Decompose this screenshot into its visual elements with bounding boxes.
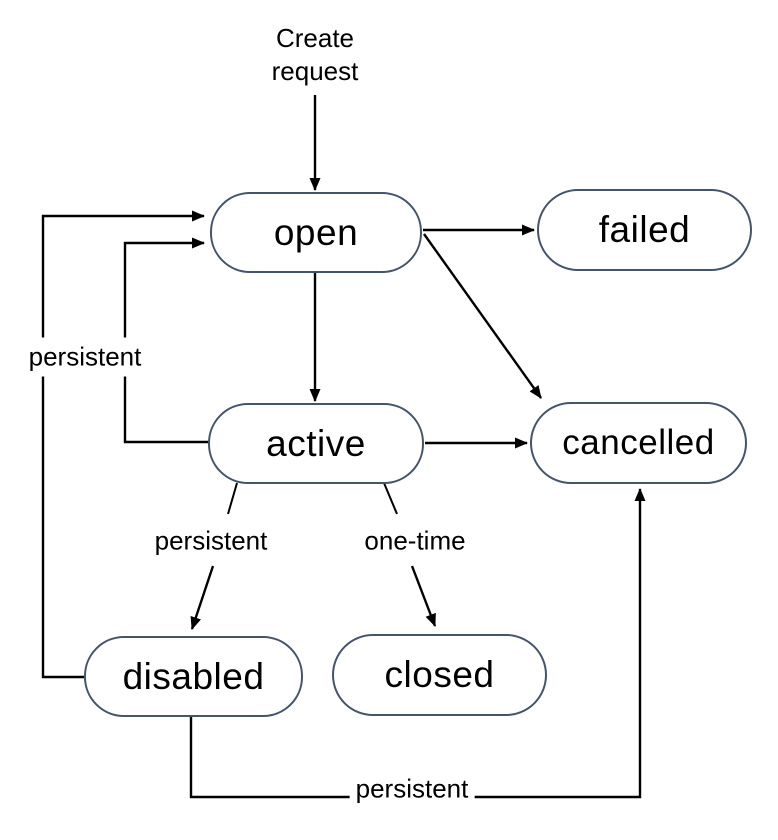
edge-open-to-cancelled [423,233,542,399]
node-cancelled-shape [530,402,747,484]
edge-disabled-return-to-open [41,210,205,679]
node-group [84,189,752,717]
edge-stub-active-persistent [227,482,238,515]
edge-onetime-to-closed [410,565,437,627]
edge-stub-active-onetime [383,482,398,515]
node-open-shape [210,192,422,273]
edge-label-create-request: Create request [271,23,359,86]
node-active-shape [208,403,424,484]
edge-label-persistent-branch: persistent [154,525,268,556]
edge-persistent-to-disabled [190,565,215,630]
edge-label-one-time: one-time [364,525,466,556]
edge-label-persistent-bottom: persistent [349,769,475,809]
edge-label-persistent-left: persistent [22,337,148,377]
node-disabled-shape [84,636,303,717]
node-failed-shape [537,189,752,271]
node-closed-shape [332,634,547,716]
